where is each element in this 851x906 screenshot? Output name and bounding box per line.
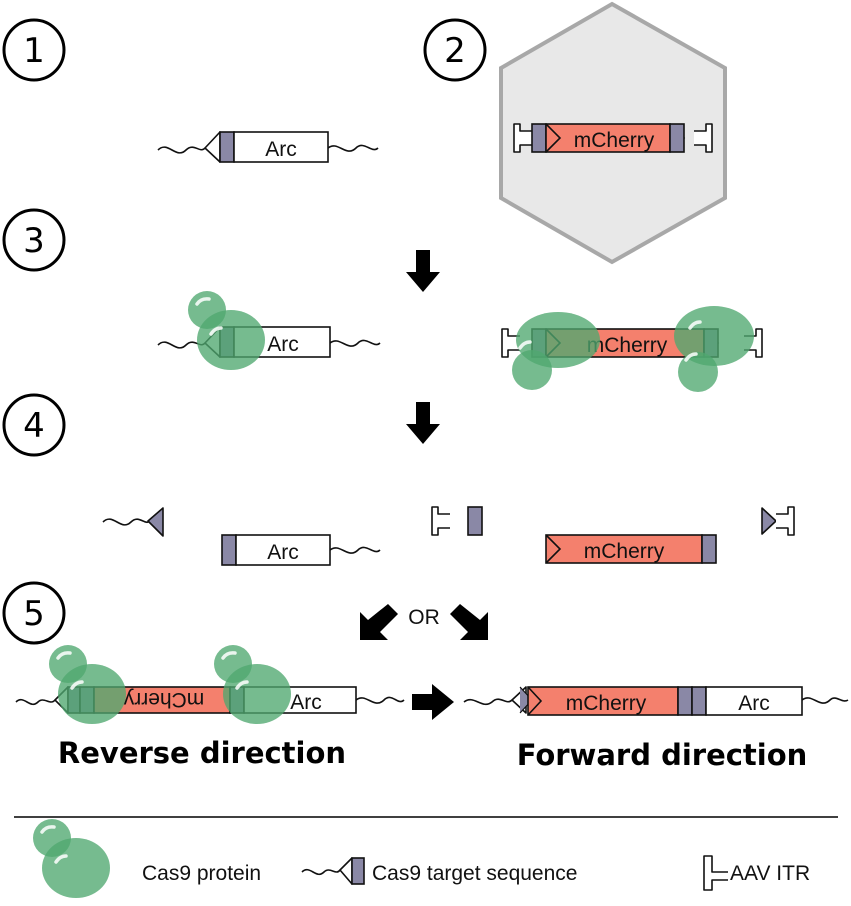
cas9-target-block [219, 131, 235, 163]
dna-strand-right [327, 144, 379, 152]
step3-mcherry-with-cas9: mCherry [501, 306, 763, 392]
forward-integration: mCherry Arc Forward direction [463, 686, 849, 772]
step-3-marker: 3 [2, 208, 66, 272]
step-2-marker: 2 [423, 18, 487, 82]
forward-direction-label: Forward direction [517, 738, 808, 772]
cas9-target-arrow [204, 131, 221, 163]
target-arrow-left [545, 123, 562, 153]
aav-itr-right-icon [775, 506, 795, 536]
cas9-target-legend-icon [301, 857, 365, 885]
arrow-diagonal-left [360, 604, 398, 640]
mcherry-gene-box [545, 123, 671, 153]
step-5-number: 5 [23, 594, 45, 634]
cas9-target-block-left [531, 123, 547, 153]
step3-arc-with-cas9: Arc [157, 289, 381, 372]
legend-cas9-target: Cas9 target sequence [372, 862, 577, 885]
arc-label-step4: Arc [267, 541, 299, 564]
reverse-direction-label: Reverse direction [58, 736, 346, 770]
legend-cas9-protein: Cas9 protein [142, 862, 261, 885]
step1-arc-locus: Arc [157, 131, 379, 163]
step-1-marker: 1 [2, 18, 66, 82]
reverse-integration: mCherry Arc Reverse direction [15, 643, 405, 770]
step-4-number: 4 [23, 406, 45, 446]
or-label: OR [408, 606, 440, 629]
step-2-number: 2 [444, 31, 466, 71]
cut-target-arrow [147, 507, 164, 537]
step-1-number: 1 [23, 31, 45, 71]
mcherry-inverted-label: mCherry [123, 688, 204, 711]
cas9-protein-legend-icon [31, 817, 112, 900]
cas9-target-block-right [669, 123, 685, 153]
step-5-marker: 5 [2, 581, 66, 645]
arrow-down-2 [406, 402, 440, 444]
cas9-protein-icon-left [512, 312, 600, 390]
mcherry-label: mCherry [574, 129, 655, 152]
mcherry-label-step4: mCherry [584, 540, 665, 563]
arc-label: Arc [265, 138, 297, 161]
arc-label-forward: Arc [738, 692, 770, 715]
legend: Cas9 protein Cas9 target sequence AAV IT… [31, 817, 810, 900]
step2-aav-capsid: mCherry [499, 1, 727, 265]
cas9-protein-icon-right [674, 306, 754, 392]
aav-itr-legend-icon [703, 855, 728, 891]
step-4-marker: 4 [2, 393, 66, 457]
arrow-down-1 [406, 250, 440, 292]
arrow-diagonal-right [450, 604, 488, 640]
arc-gene-box [233, 131, 329, 163]
arc-label-step3: Arc [267, 333, 299, 356]
arrow-right [412, 684, 454, 720]
step4-cut-fragments: Arc mCherry [102, 506, 795, 566]
cas9-protein-icon [47, 643, 128, 726]
aav-itr-left-icon [431, 506, 451, 536]
arc-label-reverse: Arc [290, 691, 322, 714]
dna-strand-left [157, 146, 206, 154]
mcherry-label-forward: mCherry [566, 692, 647, 715]
cas9-protein-icon [186, 289, 267, 372]
step-3-number: 3 [23, 221, 45, 261]
mcherry-label-step3: mCherry [587, 334, 668, 357]
legend-aav-itr: AAV ITR [730, 862, 810, 885]
